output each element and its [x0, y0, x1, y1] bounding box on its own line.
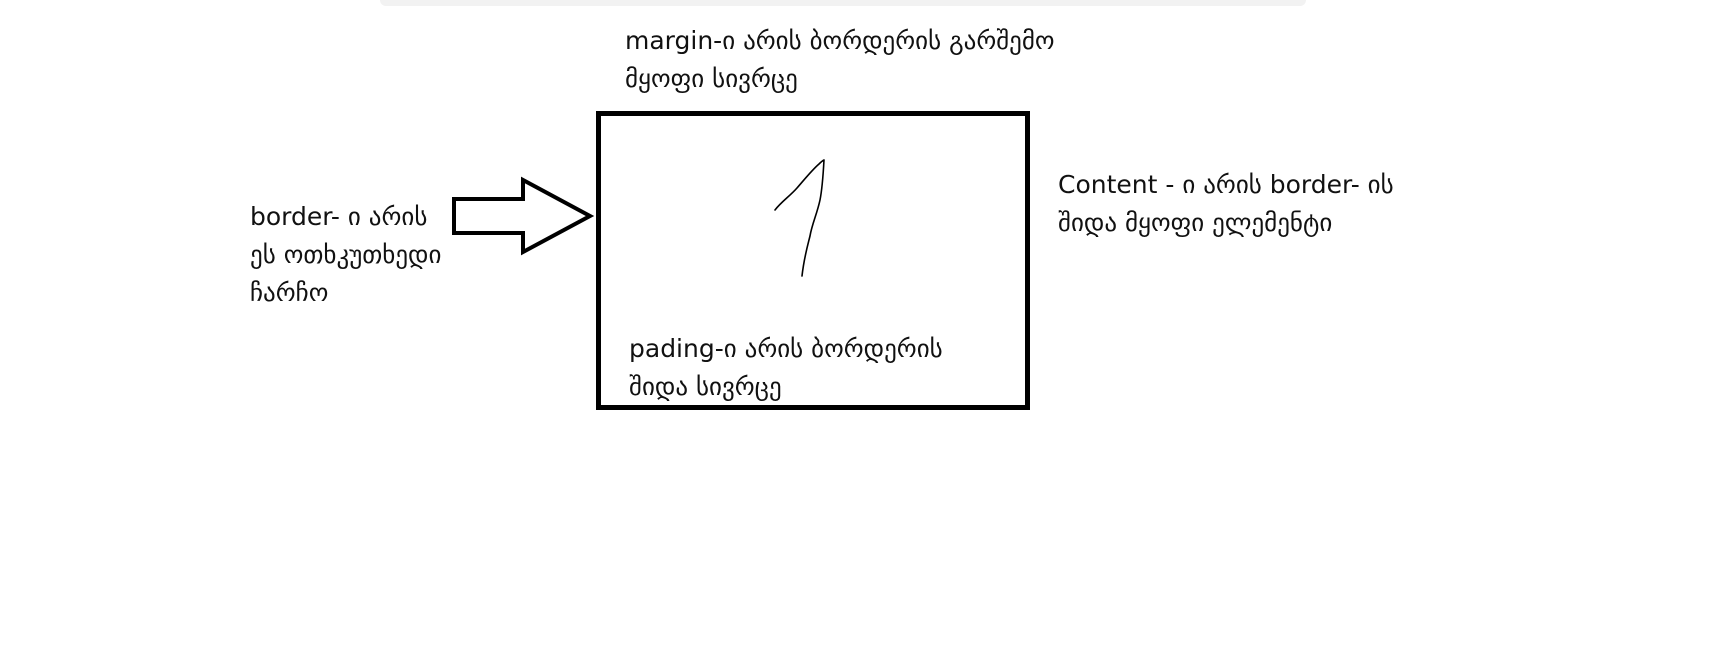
top-bar	[380, 0, 1306, 6]
border-label-line-1: border- ი არის	[250, 202, 428, 231]
content-label-line-1: Content - ი არის border- ის	[1058, 170, 1394, 199]
border-label-line-2: ეს ოთხკუთხედი	[250, 240, 442, 269]
right-arrow-icon	[452, 176, 595, 256]
content-label-line-2: შიდა მყოფი ელემენტი	[1058, 208, 1333, 237]
content-glyph: 1	[774, 159, 825, 277]
border-label: border- ი არის ეს ოთხკუთხედი ჩარჩო	[250, 198, 441, 312]
margin-label-line-1: margin-ი არის ბორდერის გარშემო	[625, 26, 1055, 55]
padding-label: pading-ი არის ბორდერის შიდა სივრცე	[629, 330, 943, 406]
padding-label-line-1: pading-ი არის ბორდერის	[629, 334, 943, 363]
content-label: Content - ი არის border- ის შიდა მყოფი ე…	[1058, 166, 1394, 242]
content-glyph-stroke	[774, 159, 825, 277]
border-label-line-3: ჩარჩო	[250, 278, 329, 307]
margin-label: margin-ი არის ბორდერის გარშემო მყოფი სივ…	[625, 22, 1055, 98]
padding-label-line-2: შიდა სივრცე	[629, 372, 782, 401]
margin-label-line-2: მყოფი სივრცე	[625, 64, 798, 93]
border-box	[596, 111, 1030, 410]
